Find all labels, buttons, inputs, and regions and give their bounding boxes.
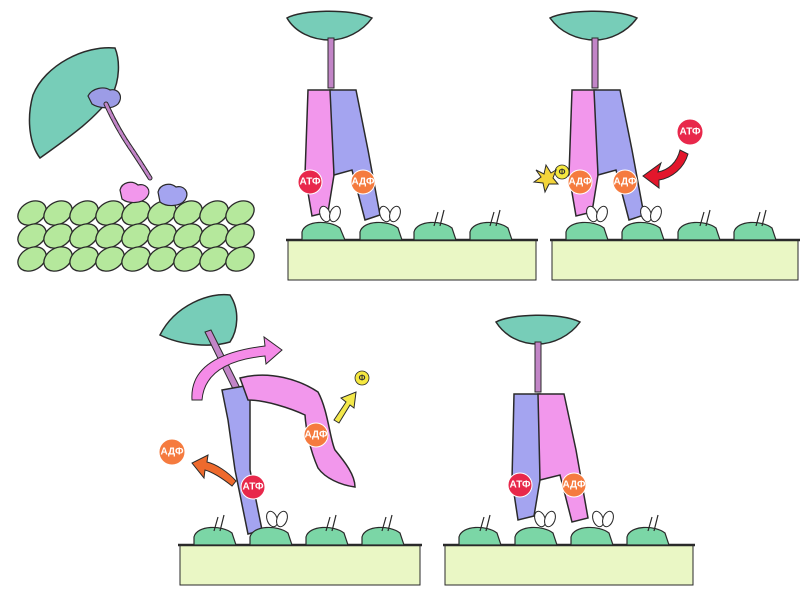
atp-label: АТФ [300, 177, 321, 188]
tubulin-binding-site [565, 221, 777, 241]
track [287, 239, 537, 281]
binding-spikes [213, 514, 393, 532]
adp-badge-swinging: АДФ [303, 422, 329, 448]
adp-label: АДФ [562, 480, 586, 491]
panel-step-4: АТФ АДФ [443, 314, 695, 586]
coiled-coil-stalk [103, 101, 153, 181]
bow-icon [319, 205, 401, 223]
panel-step-3: АДФ Ф АТФ АДФ [158, 293, 422, 586]
adp-label: АДФ [304, 430, 328, 441]
leg-blue [221, 384, 263, 535]
motor-head-blue [157, 183, 188, 207]
leg-pink [537, 393, 589, 523]
adp-arrow-icon [191, 454, 237, 487]
stalk [327, 37, 335, 89]
microtubule [17, 200, 255, 272]
binding-spikes [479, 514, 659, 532]
phosphate-arrow-icon [333, 391, 357, 424]
stalk [591, 37, 599, 89]
phosphate-badge: Ф [554, 164, 570, 180]
atp-label: АТФ [243, 482, 264, 493]
cargo-head [285, 10, 374, 41]
atp-label: АТФ [680, 127, 701, 138]
atp-badge: АТФ [507, 472, 533, 498]
leg-blue [593, 89, 645, 221]
cargo-head [548, 10, 639, 41]
adp-label: АДФ [613, 177, 637, 188]
leg-blue [511, 393, 541, 521]
cargo-head-overview [28, 46, 120, 160]
motor-head-pink [119, 181, 150, 204]
track [444, 544, 694, 586]
adp-badge: АДФ [561, 472, 587, 498]
atp-badge: АТФ [240, 474, 266, 500]
adp-label: АДФ [160, 447, 184, 458]
adp-label: АДФ [568, 177, 592, 188]
leg-pink [304, 89, 335, 217]
adp-badge-leading: АДФ [612, 169, 638, 195]
microtubule-row-3 [17, 246, 255, 272]
panel-step-2: АДФ Ф АДФ АТФ [532, 10, 800, 281]
cargo-binding-domain [87, 87, 122, 109]
atp-badge: АТФ [297, 169, 323, 195]
phosphate-badge-released: Ф [354, 370, 370, 386]
track [551, 239, 799, 281]
atp-arrow-icon [642, 149, 689, 189]
bow-icon [266, 510, 288, 528]
cargo-head [158, 293, 238, 346]
stalk [534, 341, 542, 393]
leg-blue [329, 89, 381, 221]
binding-spikes [433, 209, 501, 227]
cargo-head [494, 314, 582, 345]
binding-spikes [699, 209, 767, 227]
phosphate-label: Ф [359, 374, 366, 383]
microtubule-row-2 [17, 223, 255, 249]
tubulin-binding-site [301, 221, 513, 241]
microtubule-row-1 [17, 200, 255, 226]
track [179, 544, 421, 586]
atp-badge-incoming: АТФ [676, 118, 704, 146]
adp-badge: АДФ [350, 169, 376, 195]
adp-label: АДФ [351, 177, 375, 188]
tubulin-binding-site [193, 526, 405, 546]
bow-icon [586, 205, 662, 223]
release-burst-icon [532, 163, 560, 194]
rotation-arrow-icon [191, 335, 283, 401]
adp-badge-released: АДФ [158, 438, 186, 466]
phosphate-label: Ф [559, 168, 566, 177]
panel-overview [17, 46, 255, 272]
atp-label: АТФ [510, 480, 531, 491]
tubulin-binding-site [458, 526, 670, 546]
adp-badge-trailing: АДФ [567, 169, 593, 195]
leg-pink-swinging [239, 374, 356, 488]
leg-pink [568, 89, 599, 217]
bow-icon [534, 510, 614, 528]
panel-step-1: АТФ АДФ [285, 10, 538, 281]
